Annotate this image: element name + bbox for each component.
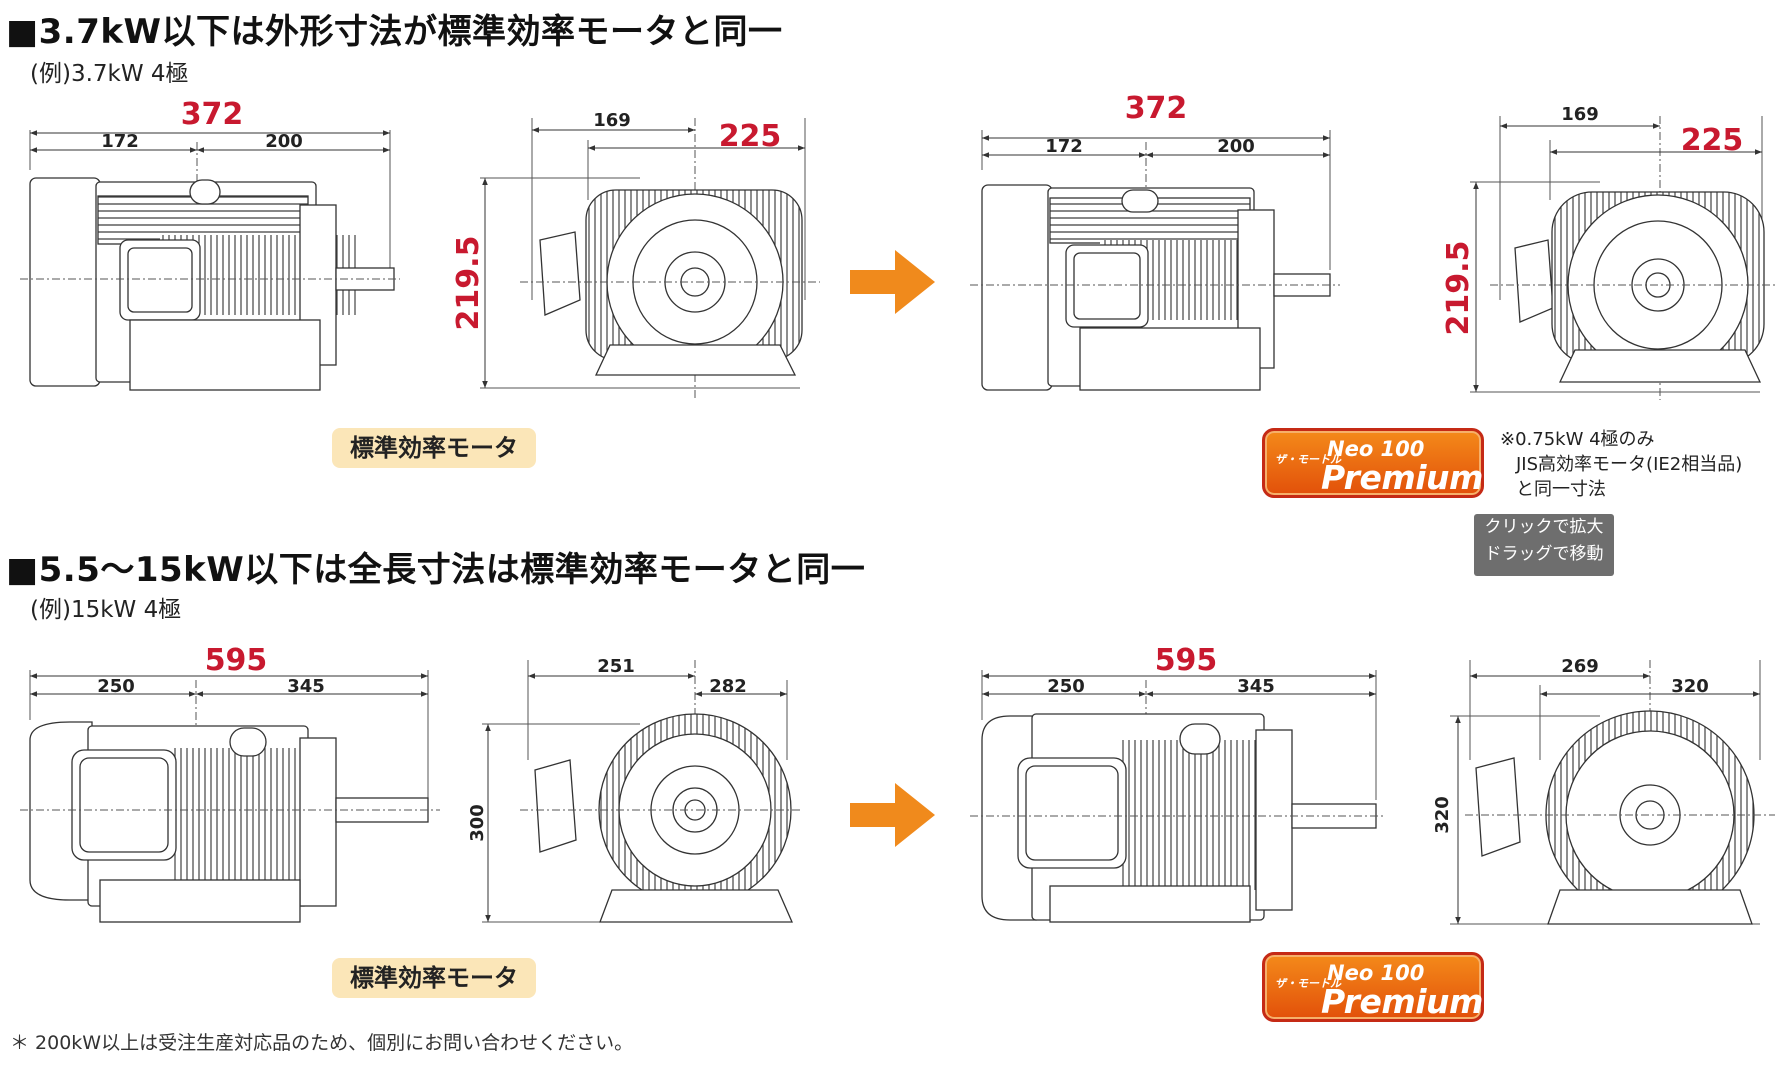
- s2-right-front-width-a: 269: [1561, 656, 1599, 677]
- note-line-2: JIS高効率モータ(IE2相当品): [1516, 454, 1743, 475]
- logo-mid-text: Neo 100: [1327, 437, 1425, 461]
- s1-left-side-view: [20, 130, 400, 391]
- s2-right-total-dim: 595: [1155, 643, 1218, 678]
- s1-left-front-width-b: 225: [719, 119, 782, 154]
- s1-right-front-width-a: 169: [1561, 104, 1599, 125]
- s1-neo100-premium-logo: ザ・モートル Neo 100 Premium: [1262, 428, 1484, 498]
- note-line-3: と同一寸法: [1516, 479, 1606, 500]
- s2-right-dim-a: 250: [1047, 676, 1085, 697]
- s2-left-side-view: [20, 670, 440, 923]
- s2-arrow: [850, 783, 935, 847]
- s1-left-front-width-a: 169: [593, 110, 631, 131]
- s1-left-front-height: 219.5: [451, 236, 486, 331]
- s2-left-dim-a: 250: [97, 676, 135, 697]
- logo-big-text: Premium: [1321, 458, 1483, 497]
- s2-left-total-dim: 595: [205, 643, 268, 678]
- s1-left-dim-b: 200: [265, 131, 303, 152]
- s1-arrow: [850, 250, 935, 314]
- s2-right-dim-b: 345: [1237, 676, 1275, 697]
- footer-note: ＊ 200kW以上は受注生産対応品のため、個別にお問い合わせください。: [10, 1032, 634, 1054]
- s2-left-dim-b: 345: [287, 676, 325, 697]
- section2-example: (例)15kW 4極: [30, 597, 182, 623]
- s2-right-front-width-b: 320: [1671, 676, 1709, 697]
- s1-left-front-view: [480, 118, 820, 400]
- s1-right-dim-a: 172: [1045, 136, 1083, 157]
- s2-left-front-width-b: 282: [709, 676, 747, 697]
- s2-left-front-width-a: 251: [597, 656, 635, 677]
- s1-right-front-height: 219.5: [1441, 241, 1476, 336]
- s1-right-side-view: [970, 130, 1340, 391]
- s1-left-dim-a: 172: [101, 131, 139, 152]
- note-line-1: ※0.75kW 4極のみ: [1500, 429, 1655, 450]
- tooltip-line-2: ドラッグで移動: [1484, 544, 1604, 564]
- s1-left-total-dim: 372: [181, 97, 244, 132]
- s1-right-front-view: [1470, 116, 1775, 400]
- s2-right-front-view: [1450, 660, 1775, 925]
- section1-heading: ■3.7kW以下は外形寸法が標準効率モータと同一: [6, 12, 783, 52]
- section1-example: (例)3.7kW 4極: [30, 61, 189, 87]
- s2-left-front-view: [482, 660, 800, 923]
- s1-right-dim-b: 200: [1217, 136, 1255, 157]
- zoom-tooltip: クリックで拡大 ドラッグで移動: [1474, 514, 1614, 576]
- logo-small-text: ザ・モートル: [1275, 453, 1341, 466]
- logo-big-text: Premium: [1321, 982, 1483, 1021]
- s1-right-front-width-b: 225: [1681, 123, 1744, 158]
- s2-neo100-premium-logo: ザ・モートル Neo 100 Premium: [1262, 952, 1484, 1022]
- s1-std-label: 標準効率モータ: [332, 428, 536, 468]
- s2-std-label: 標準効率モータ: [332, 958, 536, 998]
- s2-left-front-height: 300: [467, 804, 488, 842]
- logo-small-text: ザ・モートル: [1275, 977, 1341, 990]
- s1-right-total-dim: 372: [1125, 91, 1188, 126]
- s2-right-front-height: 320: [1432, 796, 1453, 834]
- s1-note: ※0.75kW 4極のみ JIS高効率モータ(IE2相当品) と同一寸法: [1500, 427, 1742, 502]
- tooltip-line-1: クリックで拡大: [1484, 517, 1604, 537]
- section2-heading: ■5.5～15kW以下は全長寸法は標準効率モータと同一: [6, 550, 866, 590]
- logo-mid-text: Neo 100: [1327, 961, 1425, 985]
- s2-right-side-view: [970, 670, 1385, 923]
